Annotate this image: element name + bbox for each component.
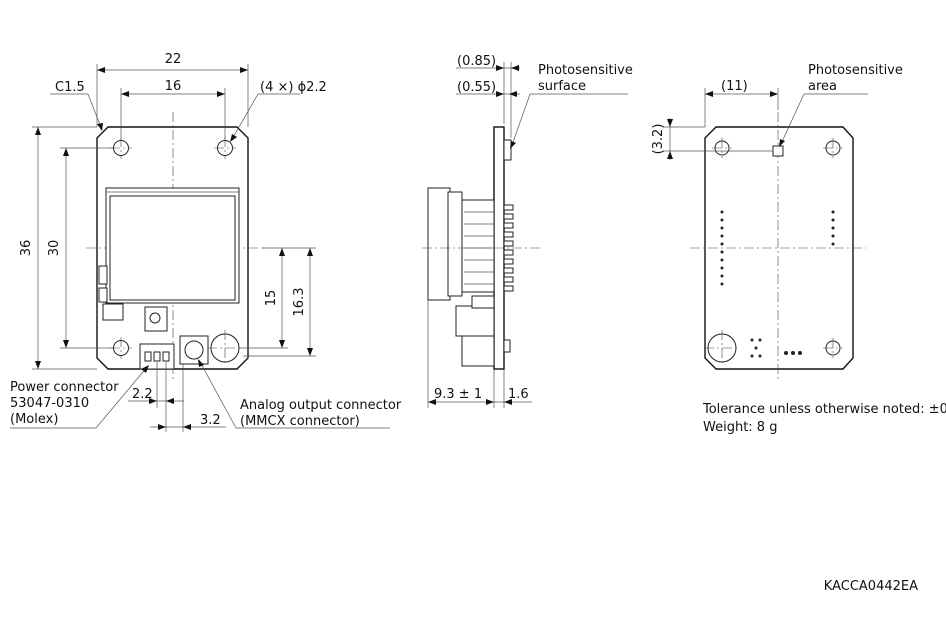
power-connector-label-2: 53047-0310 bbox=[10, 396, 89, 411]
dim-hole-pitch-30: 30 bbox=[47, 240, 62, 257]
dim-15: 15 bbox=[264, 290, 279, 307]
dim-width-22: 22 bbox=[165, 52, 182, 67]
front-small-components bbox=[98, 265, 168, 332]
power-connector-label-3: (Molex) bbox=[10, 412, 58, 427]
dim-2-2: 2.2 bbox=[132, 387, 153, 402]
side-pins bbox=[503, 204, 514, 353]
front-view: 22 16 C1.5 (4 ×) ϕ2.2 36 30 15 16.3 2.2 … bbox=[10, 52, 402, 432]
dim-0-55: (0.55) bbox=[457, 80, 496, 95]
photosensitive-surface-label-1: Photosensitive bbox=[538, 63, 633, 78]
front-sensor-module bbox=[105, 187, 240, 304]
dim-chamfer: C1.5 bbox=[55, 80, 85, 95]
power-connector-label-1: Power connector bbox=[10, 380, 119, 395]
side-sensor-package bbox=[503, 139, 512, 161]
dim-3-2: 3.2 bbox=[200, 413, 221, 428]
photosensitive-area-label-2: area bbox=[808, 79, 837, 94]
dim-0-85: (0.85) bbox=[457, 54, 496, 69]
tolerance-note: Tolerance unless otherwise noted: ±0.3 bbox=[702, 402, 946, 417]
dim-1-6: 1.6 bbox=[508, 387, 529, 402]
analog-connector-label-2: (MMCX connector) bbox=[240, 414, 360, 429]
drawing-code: KACCA0442EA bbox=[824, 579, 918, 594]
dim-depth: 9.3 ± 1 bbox=[434, 387, 482, 402]
analog-connector-label-1: Analog output connector bbox=[240, 398, 402, 413]
back-view: (11) (3.2) Photosensitive area bbox=[651, 63, 903, 380]
dim-hole-pitch-16: 16 bbox=[165, 79, 182, 94]
back-pin-dots bbox=[720, 210, 835, 358]
back-mounting-holes bbox=[704, 138, 843, 366]
back-board-outline bbox=[704, 126, 854, 370]
side-connectors bbox=[455, 295, 495, 367]
photosensitive-area-label-1: Photosensitive bbox=[808, 63, 903, 78]
weight-note: Weight: 8 g bbox=[703, 420, 777, 435]
dim-3-2-back: (3.2) bbox=[651, 124, 666, 155]
front-mmcx-connector bbox=[179, 335, 209, 365]
dim-16-3: 16.3 bbox=[292, 288, 307, 317]
front-mounting-holes bbox=[110, 137, 243, 366]
notes: Tolerance unless otherwise noted: ±0.3 W… bbox=[702, 402, 946, 435]
dim-height-36: 36 bbox=[19, 240, 34, 257]
side-view: (0.85) (0.55) Photosensitive surface 9.3… bbox=[422, 54, 633, 408]
dim-11: (11) bbox=[721, 79, 748, 94]
side-module-body bbox=[427, 187, 495, 301]
back-photosensitive-area bbox=[772, 145, 784, 157]
photosensitive-surface-label-2: surface bbox=[538, 79, 586, 94]
dim-holes: (4 ×) ϕ2.2 bbox=[260, 80, 327, 95]
